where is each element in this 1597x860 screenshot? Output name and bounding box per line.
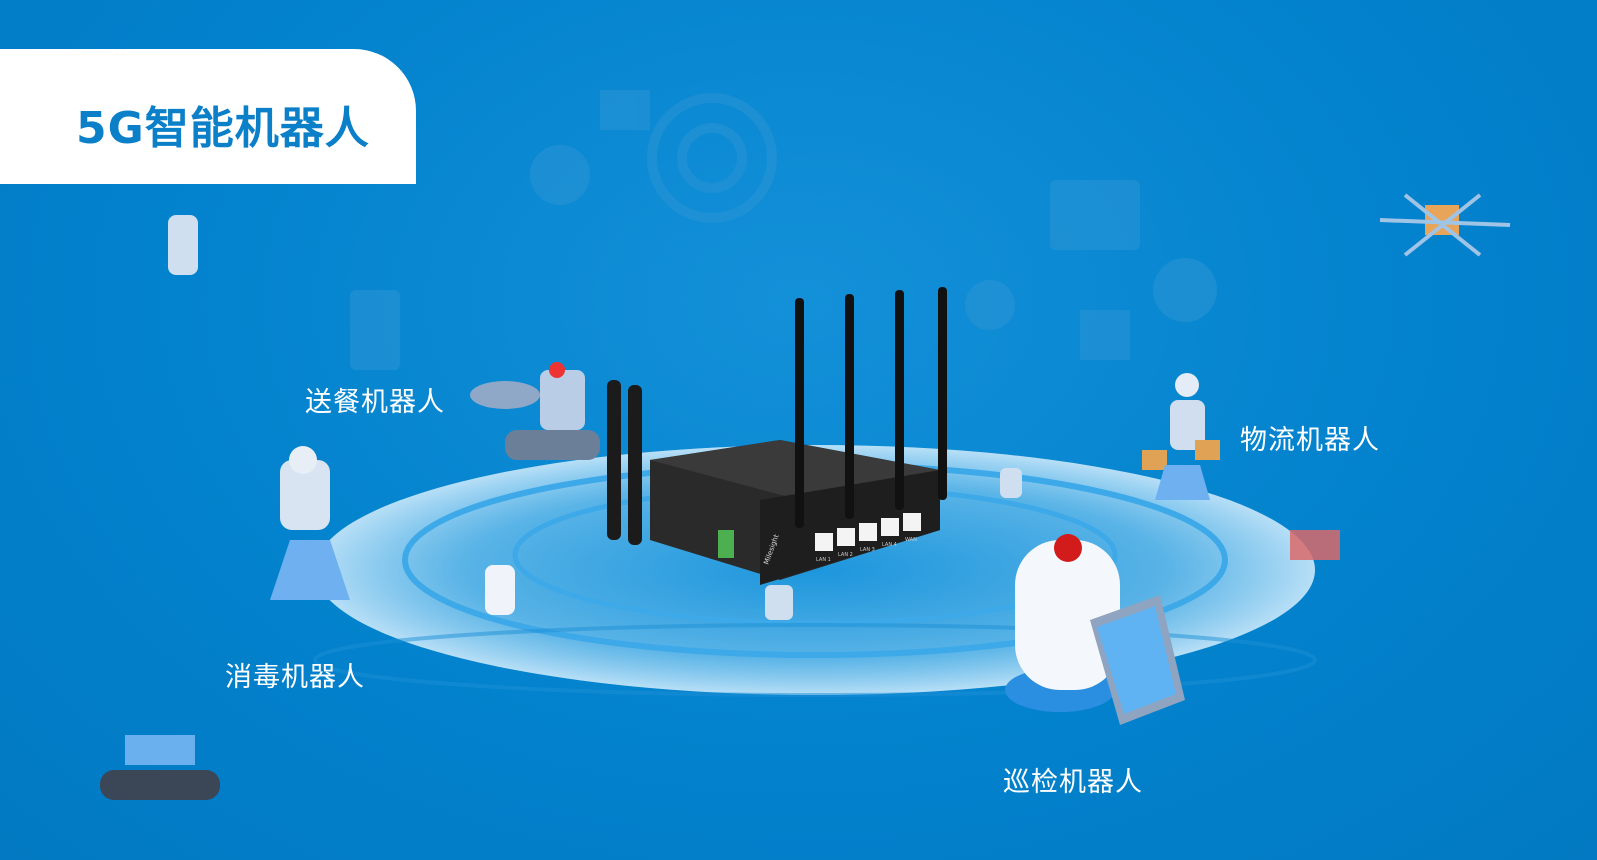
port-label: LAN 1 bbox=[816, 557, 831, 563]
port-label: LAN 3 bbox=[860, 547, 875, 553]
page-title: 5G智能机器人 bbox=[76, 103, 370, 154]
label-logistics-robot: 物流机器人 bbox=[1240, 425, 1380, 456]
ethernet-ports bbox=[815, 513, 921, 551]
port-label: LAN 2 bbox=[838, 552, 853, 558]
port-label: WAN bbox=[905, 537, 917, 543]
drone bbox=[1379, 193, 1511, 257]
port-label: LAN 4 bbox=[882, 542, 897, 548]
faded-background-icons bbox=[350, 90, 1217, 370]
logistics-robot bbox=[1142, 373, 1220, 500]
title-card bbox=[0, 49, 416, 184]
disinfection-robot bbox=[270, 446, 350, 600]
label-disinfection-robot: 消毒机器人 bbox=[225, 662, 365, 693]
shopping-cart bbox=[1290, 530, 1340, 560]
router-device: Milesight LAN 1 LAN 2 LAN 3 LAN 4 WAN bbox=[607, 287, 947, 585]
small-robot bbox=[168, 215, 1022, 620]
food-delivery-robot bbox=[470, 362, 600, 460]
label-food-delivery-robot: 送餐机器人 bbox=[305, 387, 445, 418]
label-inspection-robot: 巡检机器人 bbox=[1003, 767, 1143, 798]
inspection-robot bbox=[1005, 534, 1185, 725]
tracked-robot bbox=[100, 735, 220, 800]
